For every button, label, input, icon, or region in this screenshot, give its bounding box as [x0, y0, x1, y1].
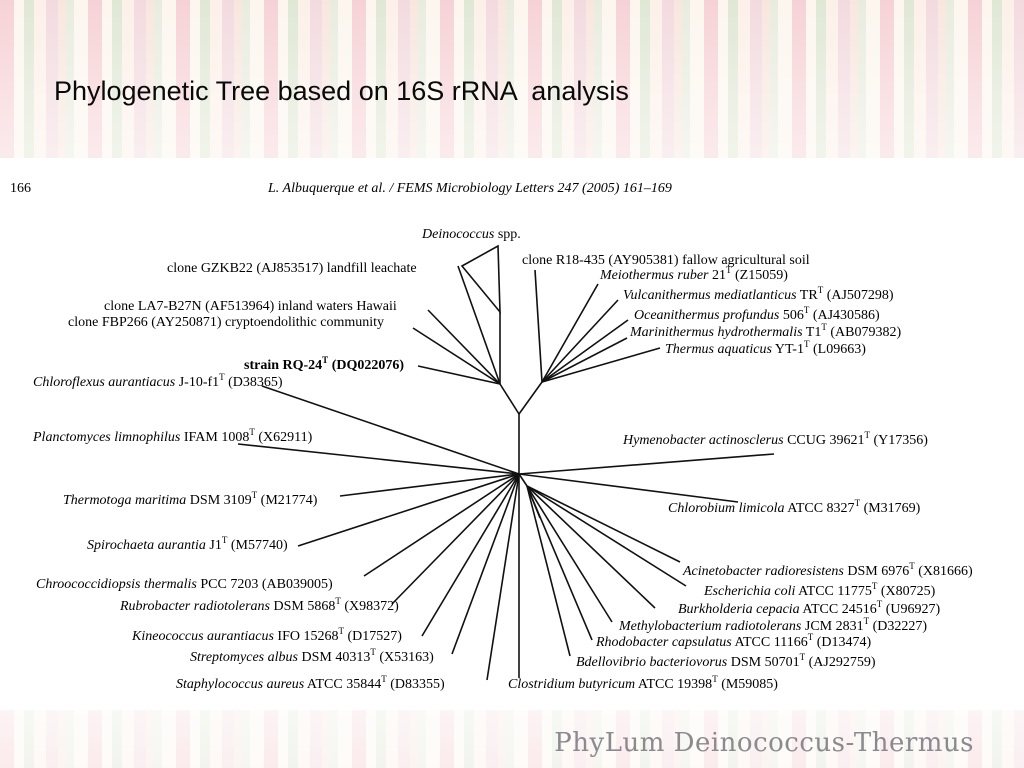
- branch-vulcanithermus: [541, 299, 619, 383]
- taxon-label-rubrobacter: Rubrobacter radiotolerans DSM 5868T (X98…: [119, 596, 399, 614]
- taxon-label-chlorobium: Chlorobium limicola ATCC 8327T (M31769): [668, 498, 921, 516]
- branch-r18: [534, 269, 543, 383]
- deinococcus-clade-triangle: [460, 244, 501, 315]
- taxon-label-acinetobacter: Acinetobacter radioresistens DSM 6976T (…: [682, 561, 973, 579]
- phylogenetic-tree: 166 L. Albuquerque et al. / FEMS Microbi…: [10, 181, 973, 692]
- branch-acinetobacter: [526, 485, 681, 563]
- branch-gzkb22: [457, 265, 501, 385]
- taxon-label-kineococcus: Kineococcus aurantiacus IFO 15268T (D175…: [131, 626, 402, 644]
- branch-spirochaeta: [297, 473, 520, 547]
- taxon-label-r18: clone R18-435 (AY905381) fallow agricult…: [522, 253, 810, 268]
- branch-chroococcidiopsis: [363, 473, 520, 577]
- tree-labels: Deinococcus spp. clone GZKB22 (AJ853517) …: [32, 227, 973, 692]
- taxon-label-clostridium: Clostridium butyricum ATCC 19398T (M5908…: [508, 674, 778, 692]
- branch-meiothermus: [541, 283, 599, 383]
- taxon-label-chroococcidiopsis: Chroococcidiopsis thermalis PCC 7203 (AB…: [36, 577, 333, 592]
- tree-branches: [237, 244, 775, 681]
- branch-burkholderia: [526, 485, 656, 609]
- paper-figure: 166 L. Albuquerque et al. / FEMS Microbi…: [0, 158, 1024, 710]
- internal-branch: [518, 473, 528, 487]
- branch-planctomyces: [237, 443, 520, 475]
- taxon-label-fbp266: clone FBP266 (AY250871) cryptoendolithic…: [68, 315, 384, 330]
- taxon-label-meiothermus: Meiothermus ruber 21T (Z15059): [599, 265, 788, 283]
- branch-chloroflexus: [261, 385, 520, 475]
- taxon-label-chloroflexus: Chloroflexus aurantiacus J-10-f1T (D3836…: [33, 372, 283, 390]
- branch-chlorobium: [518, 473, 739, 503]
- taxon-label-escherichia: Escherichia coli ATCC 11775T (X80725): [703, 581, 936, 599]
- taxon-label-thermus: Thermus aquaticus YT-1T (L09663): [665, 339, 866, 357]
- taxon-label-bdellovibrio: Bdellovibrio bacteriovorus DSM 50701T (A…: [576, 652, 876, 670]
- taxon-label-spirochaeta: Spirochaeta aurantia J1T (M57740): [87, 535, 288, 553]
- taxon-label-hymenobacter: Hymenobacter actinosclerus CCUG 39621T (…: [622, 430, 928, 448]
- branch-escherichia: [526, 485, 687, 587]
- branch-fbp266: [412, 327, 501, 385]
- slide-footer: PhyLum Deinococcus-Thermus: [554, 728, 974, 758]
- branch-hymenobacter: [518, 453, 775, 475]
- branch-thermotoga: [339, 473, 520, 497]
- branch-methylobacterium: [526, 485, 613, 623]
- taxon-label-deinococcus: Deinococcus spp.: [421, 227, 521, 242]
- branch-staphylococcus: [486, 473, 520, 681]
- citation-header: L. Albuquerque et al. / FEMS Microbiolog…: [267, 181, 672, 196]
- taxon-label-gzkb22: clone GZKB22 (AJ853517) landfill leachat…: [167, 261, 417, 276]
- branch-bdellovibrio: [526, 485, 571, 657]
- taxon-label-marinithermus: Marinithermus hydrothermalis T1T (AB0793…: [629, 322, 901, 340]
- taxon-label-rq24: strain RQ-24T (DQ022076): [244, 355, 404, 373]
- branch-streptomyces: [451, 473, 520, 655]
- taxon-label-rhodobacter: Rhodobacter capsulatus ATCC 11166T (D134…: [595, 632, 871, 650]
- taxon-label-planctomyces: Planctomyces limnophilus IFAM 1008T (X62…: [32, 427, 313, 445]
- taxon-label-la7: clone LA7-B27N (AF513964) inland waters …: [104, 299, 397, 314]
- branch-thermus: [541, 347, 661, 383]
- branch-rubrobacter: [391, 473, 520, 605]
- taxon-label-thermotoga: Thermotoga maritima DSM 3109T (M21774): [63, 490, 318, 508]
- branch-rq24: [417, 365, 501, 385]
- page-number: 166: [10, 181, 31, 196]
- taxon-label-oceanithermus: Oceanithermus profundus 506T (AJ430586): [634, 305, 880, 323]
- internal-branch: [499, 383, 520, 415]
- taxon-label-methylobacterium: Methylobacterium radiotolerans JCM 2831T…: [618, 616, 927, 634]
- branch-la7: [427, 309, 501, 385]
- slide-title: Phylogenetic Tree based on 16S rRNA anal…: [54, 76, 629, 106]
- branch-kineococcus: [421, 473, 520, 637]
- taxon-label-vulcanithermus: Vulcanithermus mediatlanticus TRT (AJ507…: [623, 285, 894, 303]
- footer-band: [0, 710, 1024, 768]
- taxon-label-burkholderia: Burkholderia cepacia ATCC 24516T (U96927…: [678, 599, 940, 617]
- taxon-label-staphylococcus: Staphylococcus aureus ATCC 35844T (D8335…: [176, 674, 445, 692]
- title-area-wash: [0, 0, 1024, 158]
- internal-branch: [518, 381, 543, 415]
- branch-oceanithermus: [541, 319, 629, 383]
- branch-marinithermus: [541, 337, 628, 383]
- taxon-label-streptomyces: Streptomyces albus DSM 40313T (X53163): [190, 647, 434, 665]
- branch-rhodobacter: [526, 485, 593, 641]
